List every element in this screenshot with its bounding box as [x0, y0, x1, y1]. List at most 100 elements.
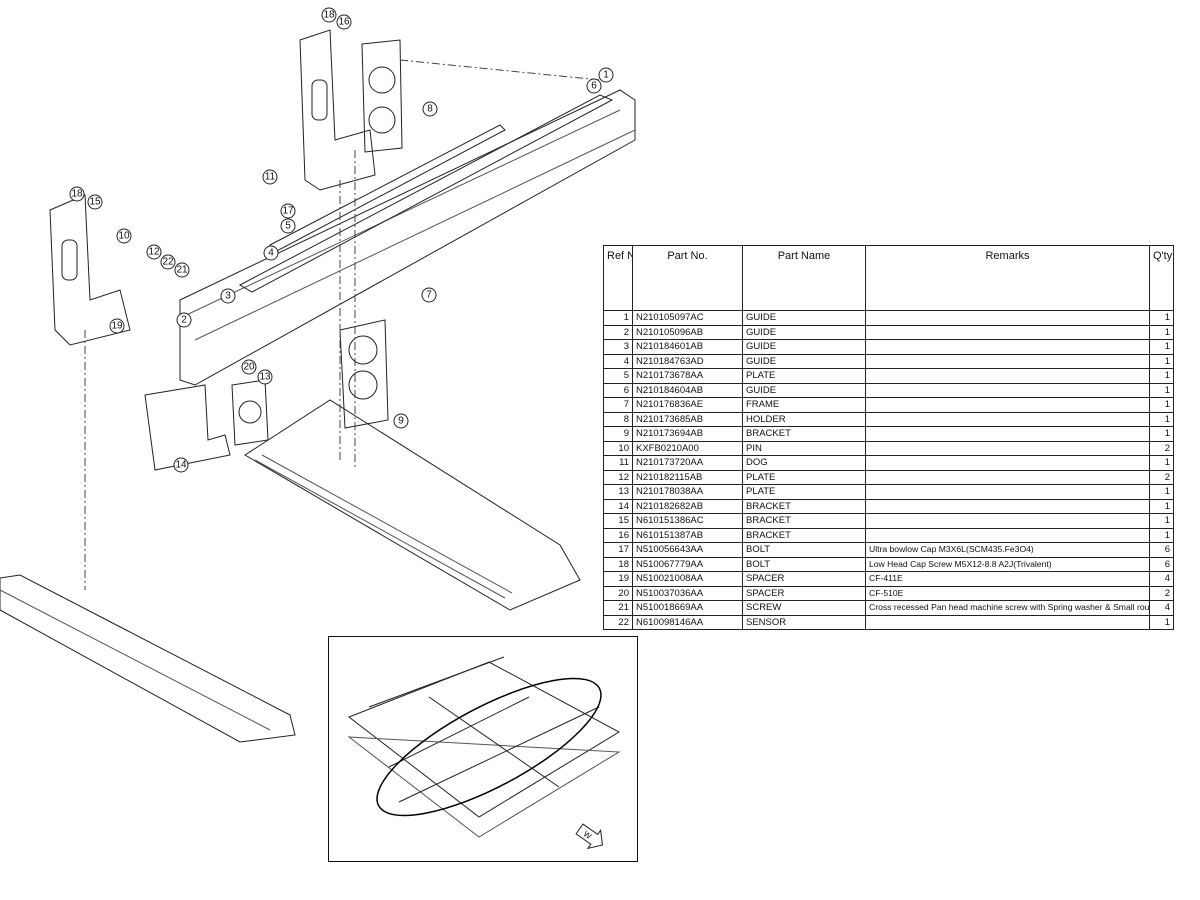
bracket-9	[339, 319, 389, 429]
header-remarks: Remarks	[865, 245, 1150, 311]
cell-ref: 4	[603, 353, 633, 369]
bracket-14	[144, 384, 231, 471]
svg-text:9: 9	[398, 416, 404, 427]
header-part-name: Part Name	[742, 245, 866, 311]
svg-text:16: 16	[338, 17, 350, 28]
cell-part-name: DOG	[742, 455, 866, 471]
cell-remarks	[865, 324, 1150, 340]
cell-remarks	[865, 440, 1150, 456]
cell-ref: 14	[603, 498, 633, 514]
plate-13	[231, 379, 269, 446]
cell-ref: 10	[603, 440, 633, 456]
cell-remarks	[865, 397, 1150, 413]
header-part-no: Part No.	[632, 245, 743, 311]
cell-part-no: N210178038AA	[632, 484, 743, 500]
cell-remarks: Low Head Cap Screw M5X12-8.8 A2J(Trivale…	[865, 556, 1150, 572]
guide-plate	[269, 124, 506, 253]
cell-remarks	[865, 353, 1150, 369]
overview-inset: W	[328, 636, 638, 862]
cell-part-no: N510056643AA	[632, 542, 743, 558]
base-plate	[244, 399, 581, 611]
svg-text:11: 11	[265, 172, 276, 183]
arrow-label: W	[582, 829, 594, 841]
callout-18b: 18	[69, 186, 85, 202]
cell-qty: 2	[1149, 469, 1174, 485]
cell-part-no: N210105096AB	[632, 324, 743, 340]
cell-ref: 13	[603, 484, 633, 500]
cell-part-name: BOLT	[742, 542, 866, 558]
cell-remarks	[865, 498, 1150, 514]
callout-11: 11	[262, 169, 278, 185]
cell-part-name: BRACKET	[742, 513, 866, 529]
header-qty: Q'ty	[1149, 245, 1174, 311]
svg-text:18: 18	[71, 189, 83, 200]
callout-1: 1	[598, 67, 614, 83]
frame-part	[179, 89, 636, 386]
cell-qty: 6	[1149, 556, 1174, 572]
cell-qty: 2	[1149, 585, 1174, 601]
svg-text:3: 3	[225, 291, 231, 302]
cell-remarks	[865, 614, 1150, 630]
cell-remarks	[865, 426, 1150, 442]
cell-remarks	[865, 469, 1150, 485]
cell-part-no: N210173694AB	[632, 426, 743, 442]
callout-21: 21	[174, 262, 190, 278]
svg-text:12: 12	[148, 247, 160, 258]
cell-ref: 19	[603, 571, 633, 587]
svg-text:8: 8	[427, 104, 433, 115]
cell-part-name: GUIDE	[742, 382, 866, 398]
cell-part-no: N610151386AC	[632, 513, 743, 529]
cell-remarks: Ultra bowlow Cap M3X6L(SCM435.Fe3O4)	[865, 542, 1150, 558]
cell-part-no: N210184604AB	[632, 382, 743, 398]
cell-part-no: N510018669AA	[632, 600, 743, 616]
cell-part-no: N210176836AE	[632, 397, 743, 413]
header-ref: Ref No.	[603, 245, 633, 311]
cell-part-no: N210105097AC	[632, 310, 743, 326]
cell-part-name: SPACER	[742, 571, 866, 587]
cell-remarks: CF-411E	[865, 571, 1150, 587]
cell-part-no: N510067779AA	[632, 556, 743, 572]
cell-qty: 1	[1149, 397, 1174, 413]
cell-part-name: GUIDE	[742, 324, 866, 340]
direction-arrow-icon: W	[575, 823, 604, 850]
overview-assembly-drawing: W	[347, 656, 621, 850]
cell-part-no: N510021008AA	[632, 571, 743, 587]
cell-part-no: N210182115AB	[632, 469, 743, 485]
svg-text:20: 20	[243, 362, 255, 373]
callout-2: 2	[176, 312, 192, 328]
cell-ref: 20	[603, 585, 633, 601]
cell-part-name: PIN	[742, 440, 866, 456]
svg-text:15: 15	[89, 197, 101, 208]
cell-part-no: N510037036AA	[632, 585, 743, 601]
callout-22: 22	[160, 254, 176, 270]
svg-text:6: 6	[591, 81, 597, 92]
svg-text:4: 4	[268, 248, 274, 259]
cell-remarks	[865, 310, 1150, 326]
cell-ref: 7	[603, 397, 633, 413]
cell-qty: 1	[1149, 527, 1174, 543]
cell-remarks	[865, 339, 1150, 355]
svg-text:2: 2	[181, 315, 187, 326]
cell-part-name: GUIDE	[742, 339, 866, 355]
svg-text:5: 5	[285, 221, 291, 232]
parts-list-table: Ref No. Part No. Part Name Remarks Q'ty …	[603, 245, 1174, 630]
cell-qty: 4	[1149, 600, 1174, 616]
cell-part-no: KXFB0210A00	[632, 440, 743, 456]
cell-qty: 1	[1149, 310, 1174, 326]
callout-5: 5	[280, 218, 296, 234]
cell-ref: 18	[603, 556, 633, 572]
guide-rail	[238, 94, 614, 293]
cell-ref: 2	[603, 324, 633, 340]
cell-part-name: PLATE	[742, 368, 866, 384]
svg-text:22: 22	[162, 257, 174, 268]
cell-remarks: Cross recessed Pan head machine screw wi…	[865, 600, 1150, 616]
cell-ref: 1	[603, 310, 633, 326]
